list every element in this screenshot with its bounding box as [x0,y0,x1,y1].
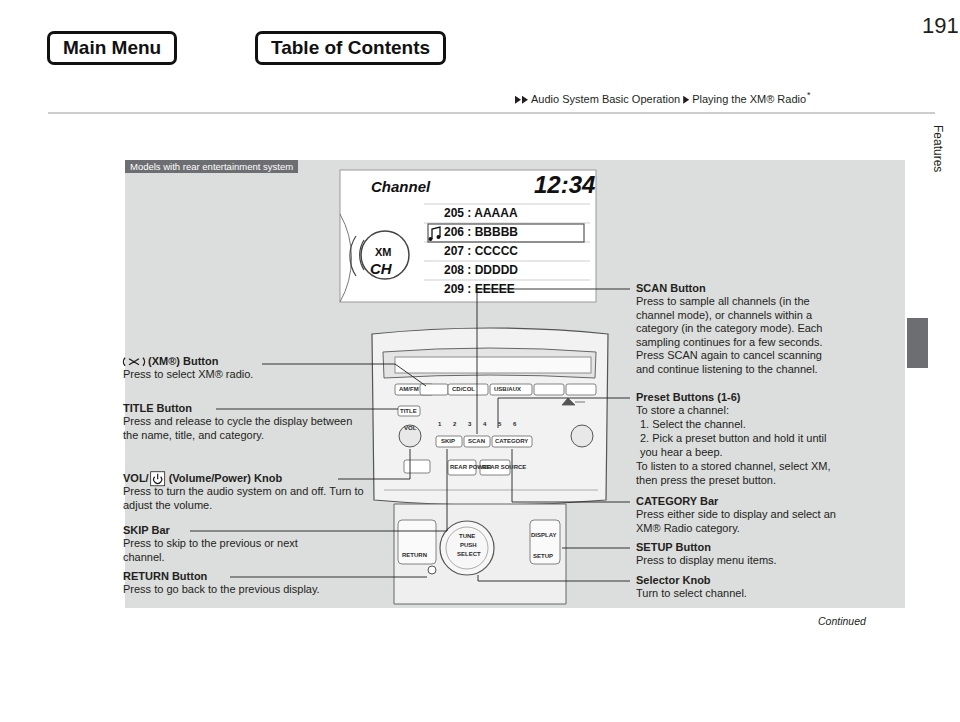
callout-text: Press to turn the audio system on and of… [123,485,373,512]
control-panel [394,504,566,604]
audio-unit [372,328,608,505]
section-tab [907,318,928,368]
callout-heading: (Volume/Power) Knob [169,472,282,486]
button-label: CATEGORY [495,438,528,445]
section-name: Features [931,125,945,172]
screen-mode: CH [370,262,392,276]
channel-row: 206 : BBBBB [444,226,518,240]
xm-logo-text: XM [375,246,392,260]
callout-heading: (XM®) Button [148,355,218,369]
callout-heading: RETURN Button [123,570,207,584]
breadcrumb-arrow [683,96,689,104]
button-label: REAR SOURCE [482,464,526,471]
callout-text: Turn to select channel. [636,587,836,601]
callout-text: Press to select XM® radio. [123,368,363,382]
footnote-mark: * [807,89,811,103]
callout-heading: SCAN Button [636,282,706,296]
preset-number: 2 [453,421,456,428]
screen-title: Channel [371,180,430,194]
screen-clock: 12:34 [534,172,595,198]
callout-text: Press either side to display and select … [636,508,836,535]
callout-text: Press to skip to the previous or next ch… [123,537,338,564]
knob-label: TUNE [459,533,475,540]
button-label: USB/AUX [494,386,521,393]
knob-label: PUSH [460,542,477,549]
callout-text: Press to sample all channels (in the cha… [636,295,836,376]
button-label: RETURN [402,552,427,559]
preset-number: 3 [468,421,471,428]
breadcrumb-arrow [515,96,521,104]
callout-text: 2. Pick a preset button and hold it unti… [636,432,840,459]
power-icon [154,474,162,484]
breadcrumb-arrow [522,96,528,104]
callout-text: 1. Select the channel. [636,418,840,432]
callout-text: To listen to a stored channel, select XM… [636,460,836,487]
knob-label: SELECT [457,551,481,558]
xm-icon [123,358,144,366]
callout-heading: VOL/ [123,472,149,486]
breadcrumb: Playing the XM® Radio [692,93,806,107]
button-label: AM/FM [399,386,419,393]
callout-heading: SETUP Button [636,541,711,555]
continued-note: Continued [818,615,866,629]
callout-heading: Preset Buttons (1-6) [636,391,741,405]
callout-text: Press to go back to the previous display… [123,583,373,597]
channel-row: 205 : AAAAA [444,207,518,221]
node-text: Models with rear entertainment system [130,161,293,172]
nav-button: Table of Contents [255,31,446,65]
callout-heading: SKIP Bar [123,524,170,538]
preset-number: 6 [513,421,516,428]
callout-text: To store a channel: [636,404,836,418]
channel-row: 209 : EEEEE [444,283,515,297]
knob-label: VOL [404,425,416,432]
power-icon [151,472,165,486]
channel-row: 208 : DDDDD [444,264,518,278]
preset-number: 1 [438,421,441,428]
preset-number: 5 [498,421,501,428]
header-rule [48,113,935,114]
breadcrumb: Audio System Basic Operation [531,93,680,107]
callout-text: Press to display menu items. [636,554,836,568]
node-text: Table of Contents [271,37,430,58]
node-text: Main Menu [63,37,161,58]
callout-heading: TITLE Button [123,402,192,416]
callout-heading: CATEGORY Bar [636,495,718,509]
callout-text: Press and release to cycle the display b… [123,415,363,442]
button-label: SKIP [441,438,455,445]
model-tab: Models with rear entertainment system [125,160,298,173]
button-label: TITLE [400,408,417,415]
button-label: SETUP [533,553,553,560]
nav-button: Main Menu [47,31,177,65]
callout-heading: Selector Knob [636,574,711,588]
display-screen [340,170,596,302]
button-label: CD/COL [452,386,475,393]
page-number: 191 [922,14,959,38]
preset-number: 4 [483,421,486,428]
button-label: DISPLAY [531,532,556,539]
button-label: SCAN [468,438,485,445]
channel-row: 207 : CCCCC [444,245,518,259]
